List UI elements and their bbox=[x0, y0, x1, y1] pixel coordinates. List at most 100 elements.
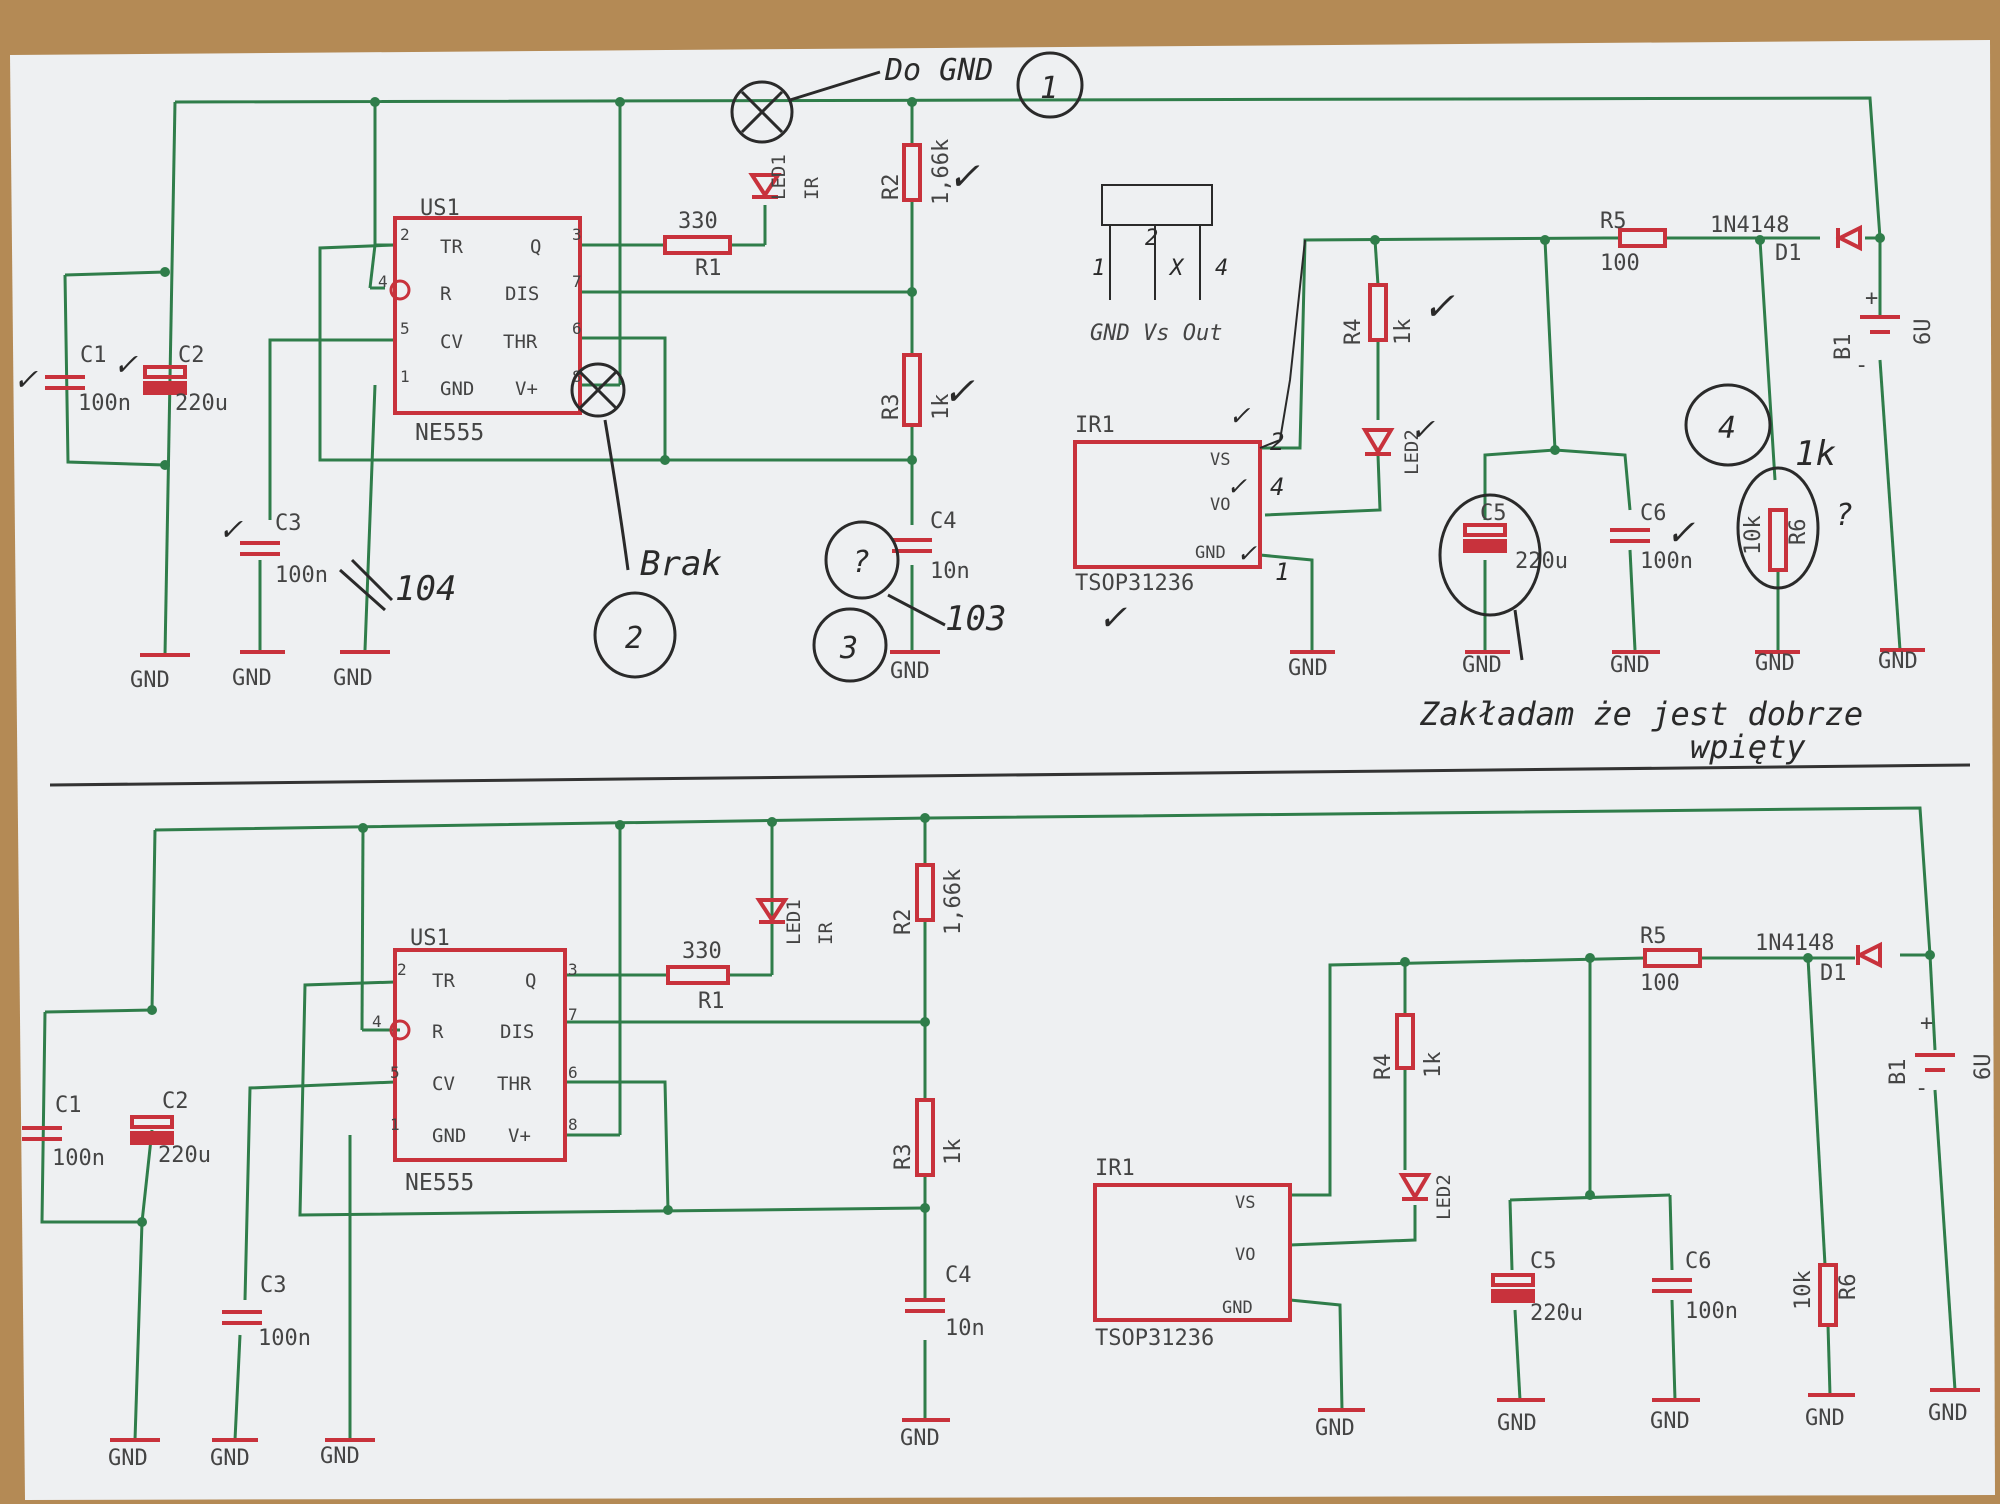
bottom-pin-thr: THR bbox=[497, 1073, 532, 1095]
bottom-c6-name: C6 bbox=[1685, 1249, 1712, 1274]
bottom-pin-q: Q bbox=[525, 970, 536, 992]
ink-pinout-4: 4 bbox=[1215, 256, 1228, 281]
bottom-r1-name: R1 bbox=[698, 989, 725, 1014]
bottom-junctions bbox=[137, 813, 1935, 1227]
bottom-r3-name: R3 bbox=[891, 1144, 916, 1171]
ink-tick-ir-vs: ✓ bbox=[1230, 398, 1250, 433]
bottom-c2-value: 220u bbox=[158, 1143, 211, 1168]
top-pin-num-2: 2 bbox=[400, 225, 410, 244]
top-r3-name: R3 bbox=[879, 394, 904, 421]
top-gnd-1: GND bbox=[130, 668, 170, 693]
top-c2-name: C2 bbox=[178, 343, 205, 368]
top-pin-vplus: V+ bbox=[515, 378, 538, 400]
top-r2-value: 1,66k bbox=[929, 139, 954, 205]
bottom-gnd-3: GND bbox=[320, 1444, 360, 1469]
top-vcc-rail bbox=[174, 96, 1882, 239]
top-junctions bbox=[160, 97, 1885, 470]
ink-pinout-1: 1 bbox=[1092, 256, 1105, 281]
bottom-us1-name: US1 bbox=[410, 926, 450, 951]
ink-ir-pin-4: 4 bbox=[1270, 473, 1284, 501]
ink-num-1: 1 bbox=[1040, 71, 1058, 106]
bottom-c5-name: C5 bbox=[1530, 1249, 1557, 1274]
bottom-pin-cv: CV bbox=[432, 1073, 455, 1095]
bottom-c4-value: 10n bbox=[945, 1316, 985, 1341]
ink-tick-r4: ✓ bbox=[1425, 280, 1455, 331]
bottom-pin-dis: DIS bbox=[500, 1021, 534, 1043]
bottom-r4-name: R4 bbox=[1371, 1054, 1396, 1081]
bottom-c3-value: 100n bbox=[258, 1326, 311, 1351]
bottom-c1-name: C1 bbox=[55, 1093, 82, 1118]
ink-pinout-labels: GND Vs Out bbox=[1090, 321, 1222, 346]
bottom-gnd-9: GND bbox=[1928, 1401, 1968, 1426]
bottom-ir1-gnd: GND bbox=[1222, 1298, 1253, 1318]
handwritten-text: Do GND 1 Brak 2 ? 3 103 104 4 1k ? 1 2 X… bbox=[15, 53, 1863, 766]
top-c1-value: 100n bbox=[78, 391, 131, 416]
ink-tick-c3: ✓ bbox=[220, 509, 243, 549]
top-c6-name: C6 bbox=[1640, 501, 1667, 526]
bottom-pin-num-1: 1 bbox=[390, 1115, 400, 1134]
bottom-pin-num-7: 7 bbox=[568, 1005, 578, 1024]
top-r2-name: R2 bbox=[879, 174, 904, 201]
top-ir1-vs: VS bbox=[1210, 450, 1230, 470]
bottom-d1-type: 1N4148 bbox=[1755, 931, 1834, 956]
top-led1-type: IR bbox=[801, 177, 823, 200]
top-gnd-5: GND bbox=[1288, 656, 1328, 681]
top-b1-minus: - bbox=[1855, 353, 1868, 378]
top-c6-value: 100n bbox=[1640, 549, 1693, 574]
top-parts bbox=[45, 143, 1900, 572]
top-gnd-2: GND bbox=[232, 666, 272, 691]
top-labels: US1 NE555 TR Q R DIS CV THR GND V+ 2 3 4… bbox=[78, 139, 1936, 693]
bottom-led2-name: LED2 bbox=[1433, 1174, 1455, 1220]
top-gnd-6: GND bbox=[1462, 653, 1502, 678]
bottom-pin-tr: TR bbox=[432, 970, 455, 992]
top-gnd-symbols bbox=[140, 648, 1925, 657]
bottom-led1-type: IR bbox=[815, 922, 837, 945]
top-c5-name: C5 bbox=[1480, 501, 1507, 526]
ink-circle-2 bbox=[593, 591, 677, 679]
ink-circle-1 bbox=[1016, 51, 1084, 119]
bottom-pin-num-4: 4 bbox=[372, 1012, 382, 1031]
bottom-led1-name: LED1 bbox=[783, 899, 805, 945]
top-led1-name: LED1 bbox=[768, 154, 790, 200]
top-ir1-name: IR1 bbox=[1075, 413, 1115, 438]
bottom-d1-name: D1 bbox=[1820, 961, 1847, 986]
bottom-r6-value: 10k bbox=[1791, 1270, 1816, 1310]
bottom-gnd-6: GND bbox=[1497, 1411, 1537, 1436]
bottom-r4-value: 1k bbox=[1421, 1052, 1446, 1079]
bottom-us1-body bbox=[393, 948, 567, 1162]
ink-tick-c1: ✓ bbox=[15, 359, 38, 399]
ink-tick-ir1: ✓ bbox=[1100, 594, 1127, 640]
bottom-r1-value: 330 bbox=[682, 939, 722, 964]
ink-tick-r2: ✓ bbox=[950, 150, 980, 201]
bottom-wires bbox=[40, 806, 1957, 1441]
top-r3-value: 1k bbox=[929, 394, 954, 421]
bottom-pin-num-2: 2 bbox=[397, 960, 407, 979]
ink-circle-3 bbox=[812, 607, 888, 683]
top-pin-num-7: 7 bbox=[572, 272, 582, 291]
bottom-ir1-name: IR1 bbox=[1095, 1156, 1135, 1181]
ink-104: 104 bbox=[395, 569, 456, 609]
top-c4-name: C4 bbox=[930, 509, 957, 534]
bottom-c1-value: 100n bbox=[52, 1146, 105, 1171]
ink-tick-c6: ✓ bbox=[1668, 509, 1695, 555]
ink-brak: Brak bbox=[640, 544, 722, 584]
bottom-r3-value: 1k bbox=[941, 1139, 966, 1166]
top-led2-name: LED2 bbox=[1401, 429, 1423, 475]
bottom-ir1-vo: VO bbox=[1235, 1245, 1255, 1265]
paper-sheet bbox=[10, 40, 1995, 1500]
top-wires bbox=[63, 96, 1902, 656]
bottom-ir1-type: TSOP31236 bbox=[1095, 1326, 1214, 1351]
bottom-c2-name: C2 bbox=[162, 1089, 189, 1114]
bottom-pin-num-8: 8 bbox=[568, 1115, 578, 1134]
bottom-gnd-7: GND bbox=[1650, 1409, 1690, 1434]
ink-num-4: 4 bbox=[1718, 411, 1736, 446]
bottom-gnd-8: GND bbox=[1805, 1406, 1845, 1431]
top-pin-num-4: 4 bbox=[378, 272, 388, 291]
bottom-pin-gnd: GND bbox=[432, 1125, 466, 1147]
top-pin-q: Q bbox=[530, 236, 541, 258]
ink-r6-1k: 1k bbox=[1795, 434, 1836, 474]
top-gnd-3: GND bbox=[333, 666, 373, 691]
handwritten-annotations bbox=[339, 51, 1820, 683]
